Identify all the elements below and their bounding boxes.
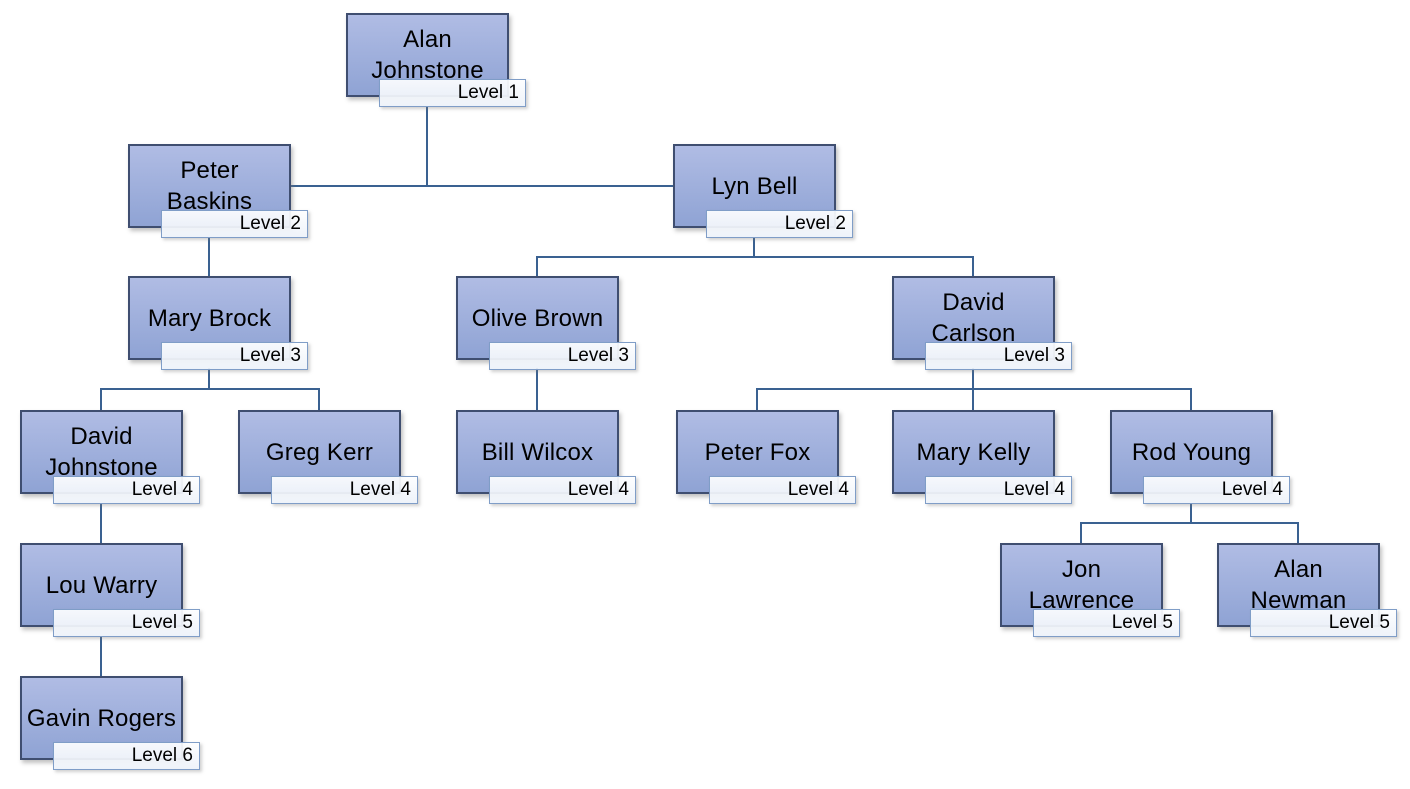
- node-name-text: Alan Newman: [1250, 556, 1347, 614]
- level-tag[interactable]: Level 5: [53, 609, 200, 637]
- level-tag[interactable]: Level 4: [925, 476, 1072, 504]
- connector: [536, 256, 538, 276]
- connector: [753, 238, 755, 257]
- org-node-david-johnstone[interactable]: David Johnstone Level 4: [20, 410, 201, 505]
- node-name-text: Lou Warry: [45, 571, 158, 599]
- connector: [318, 388, 320, 410]
- level-tag[interactable]: Level 5: [1033, 609, 1180, 637]
- level-tag[interactable]: Level 4: [489, 476, 636, 504]
- level-tag-text: Level 1: [457, 82, 519, 103]
- connector: [1190, 388, 1192, 410]
- org-node-olive-brown[interactable]: Olive Brown Level 3: [456, 276, 637, 371]
- level-tag-text: Level 4: [787, 479, 849, 500]
- node-name-text: Alan Johnstone: [371, 26, 484, 84]
- level-tag[interactable]: Level 1: [379, 79, 526, 107]
- node-name-text: Greg Kerr: [265, 438, 374, 466]
- level-tag-text: Level 5: [131, 612, 193, 633]
- level-tag[interactable]: Level 5: [1250, 609, 1397, 637]
- connector: [208, 368, 210, 390]
- connector: [536, 368, 538, 410]
- connector: [756, 388, 758, 410]
- connector: [1190, 504, 1192, 524]
- level-tag-text: Level 5: [1111, 612, 1173, 633]
- connector: [291, 185, 673, 187]
- level-tag[interactable]: Level 3: [161, 342, 308, 370]
- node-name-text: Olive Brown: [471, 304, 604, 332]
- connector: [100, 388, 102, 410]
- level-tag-text: Level 2: [239, 213, 301, 234]
- node-name-text: Gavin Rogers: [26, 704, 177, 732]
- level-tag[interactable]: Level 4: [271, 476, 418, 504]
- level-tag-text: Level 4: [567, 479, 629, 500]
- connector: [100, 504, 102, 543]
- org-node-peter-baskins[interactable]: Peter Baskins Level 2: [128, 144, 309, 239]
- org-node-mary-brock[interactable]: Mary Brock Level 3: [128, 276, 309, 371]
- connector: [100, 388, 320, 390]
- node-name-text: David Johnstone: [45, 423, 158, 481]
- level-tag-text: Level 4: [1221, 479, 1283, 500]
- connector: [756, 388, 1192, 390]
- connector: [100, 637, 102, 676]
- level-tag[interactable]: Level 3: [925, 342, 1072, 370]
- connector: [208, 238, 210, 276]
- level-tag-text: Level 4: [349, 479, 411, 500]
- connector: [1297, 522, 1299, 543]
- org-node-lyn-bell[interactable]: Lyn Bell Level 2: [673, 144, 854, 239]
- org-node-rod-young[interactable]: Rod Young Level 4: [1110, 410, 1291, 505]
- node-name-text: Mary Kelly: [916, 438, 1031, 466]
- node-name-text: Rod Young: [1131, 438, 1252, 466]
- org-node-peter-fox[interactable]: Peter Fox Level 4: [676, 410, 857, 505]
- node-name-text: Jon Lawrence: [1028, 556, 1135, 614]
- level-tag-text: Level 3: [567, 345, 629, 366]
- org-node-alan-newman[interactable]: Alan Newman Level 5: [1217, 543, 1398, 638]
- level-tag-text: Level 4: [1003, 479, 1065, 500]
- node-shape[interactable]: Rod Young: [1110, 410, 1273, 494]
- node-shape[interactable]: Gavin Rogers: [20, 676, 183, 760]
- level-tag[interactable]: Level 2: [161, 210, 308, 238]
- node-name-text: Bill Wilcox: [481, 438, 594, 466]
- level-tag-text: Level 6: [131, 745, 193, 766]
- org-node-lou-warry[interactable]: Lou Warry Level 5: [20, 543, 201, 638]
- level-tag[interactable]: Level 2: [706, 210, 853, 238]
- connector: [972, 256, 974, 276]
- org-node-alan-johnstone[interactable]: Alan Johnstone Level 1: [346, 13, 527, 108]
- node-name-text: Peter Baskins: [166, 157, 253, 215]
- level-tag[interactable]: Level 6: [53, 742, 200, 770]
- level-tag[interactable]: Level 4: [53, 476, 200, 504]
- org-node-mary-kelly[interactable]: Mary Kelly Level 4: [892, 410, 1073, 505]
- level-tag-text: Level 3: [1003, 345, 1065, 366]
- node-name-text: David Carlson: [931, 289, 1016, 347]
- org-node-david-carlson[interactable]: David Carlson Level 3: [892, 276, 1073, 371]
- node-name-text: Peter Fox: [704, 438, 811, 466]
- connector: [972, 388, 974, 410]
- connector: [972, 368, 974, 390]
- connector: [426, 107, 428, 186]
- level-tag-text: Level 4: [131, 479, 193, 500]
- connector: [1080, 522, 1299, 524]
- org-node-bill-wilcox[interactable]: Bill Wilcox Level 4: [456, 410, 637, 505]
- level-tag[interactable]: Level 3: [489, 342, 636, 370]
- level-tag[interactable]: Level 4: [709, 476, 856, 504]
- level-tag-text: Level 2: [784, 213, 846, 234]
- node-name-text: Lyn Bell: [711, 172, 798, 200]
- org-node-greg-kerr[interactable]: Greg Kerr Level 4: [238, 410, 419, 505]
- org-node-gavin-rogers[interactable]: Gavin Rogers Level 6: [20, 676, 201, 771]
- node-name-text: Mary Brock: [147, 304, 272, 332]
- connector: [536, 256, 974, 258]
- level-tag-text: Level 3: [239, 345, 301, 366]
- org-node-jon-lawrence[interactable]: Jon Lawrence Level 5: [1000, 543, 1181, 638]
- connector: [1080, 522, 1082, 543]
- level-tag[interactable]: Level 4: [1143, 476, 1290, 504]
- level-tag-text: Level 5: [1328, 612, 1390, 633]
